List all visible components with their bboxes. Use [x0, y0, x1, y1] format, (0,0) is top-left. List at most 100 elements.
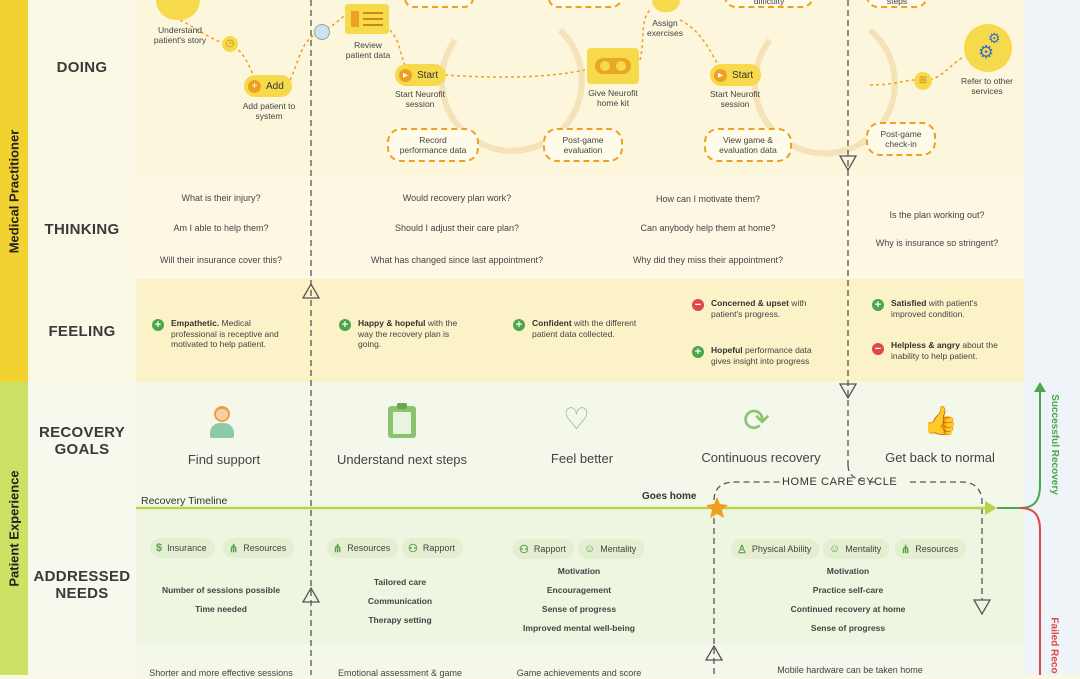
timeline-label: Recovery Timeline: [141, 495, 228, 507]
thumbs-up-icon: 👍: [923, 405, 958, 436]
positive-icon: +: [339, 319, 351, 331]
start-button[interactable]: ▸Start: [395, 64, 447, 86]
bottom-item: Mobile hardware can be taken home: [777, 665, 923, 675]
row-thinking: THINKING: [44, 220, 120, 238]
feeling-3: Confident with the different patient dat…: [532, 318, 637, 339]
negative-icon: −: [872, 343, 884, 355]
sidebar-medical: [0, 0, 28, 382]
thinking-q: What has changed since last appointment?: [370, 255, 544, 265]
chip-rapport: ⚇Rapport: [513, 539, 574, 559]
bottom-item: Game achievements and score: [516, 668, 642, 678]
referral-icon: ⊞: [914, 72, 932, 90]
successful-recovery-label: Successful Recovery: [1048, 393, 1060, 495]
need-item: Number of sessions possible: [161, 585, 281, 595]
gear-icon: ⚙ ⚙: [964, 24, 1012, 72]
chip-mentality: ☺Mentality: [578, 539, 645, 559]
network-icon: ⋔: [229, 542, 239, 555]
thinking-q: Is the plan working out?: [889, 210, 985, 220]
failed-recovery-label: Failed Reco: [1048, 617, 1060, 674]
goal-feel-better: Feel better: [550, 451, 614, 466]
bottom-item: Emotional assessment & game: [337, 668, 463, 678]
smile-icon: ☺: [829, 543, 841, 555]
sidebar-patient: [0, 382, 28, 675]
need-item: Communication: [367, 596, 433, 606]
thinking-q: Why did they miss their appointment?: [632, 255, 784, 265]
heart-icon: ♡: [563, 403, 590, 436]
clock-icon: ◷: [222, 36, 238, 52]
nurse-icon: [208, 406, 236, 438]
need-item: Tailored care: [373, 577, 427, 587]
walking-icon: ♙: [737, 543, 747, 556]
network-icon: ⋔: [901, 543, 911, 556]
start-button-2[interactable]: ▸Start: [710, 64, 762, 86]
chip-resources: ⋔Resources: [223, 538, 295, 558]
clipboard-icon: [388, 403, 416, 438]
need-item: Sense of progress: [810, 623, 886, 633]
goal-back-to-normal: Get back to normal: [885, 450, 995, 465]
thinking-q: Am I able to help them?: [173, 223, 269, 233]
people-icon: ⚇: [519, 543, 529, 556]
top-pill-2: [548, 0, 622, 8]
thinking-q: Can anybody help them at home?: [640, 223, 776, 233]
goes-home-label: Goes home: [642, 491, 697, 502]
needs-band: [136, 510, 1024, 643]
chip-insurance: $Insurance: [150, 538, 215, 558]
need-item: Encouragement: [546, 585, 612, 595]
thinking-band: [136, 176, 1024, 279]
play-icon: ▸: [714, 68, 727, 82]
recycle-icon: ⟳: [743, 402, 770, 438]
bottom-item: Shorter and more effective sessions: [149, 668, 293, 678]
plus-icon: +: [248, 79, 261, 93]
feeling-5: Hopeful performance data gives insight i…: [711, 345, 812, 366]
home-care-cycle-label: HOME CARE CYCLE: [782, 476, 898, 488]
add-button[interactable]: +Add: [244, 75, 292, 97]
chip-resources: ⋔Resources: [895, 539, 967, 559]
need-item: Motivation: [557, 566, 601, 576]
need-item: Practice self-care: [812, 585, 884, 595]
assign-icon: [652, 0, 680, 12]
need-item: Sense of progress: [541, 604, 617, 614]
goal-find-support: Find support: [187, 452, 261, 467]
positive-icon: +: [152, 319, 164, 331]
row-feeling: FEELING: [48, 322, 116, 340]
bottom-band: [136, 643, 1024, 675]
dollar-icon: $: [156, 542, 163, 554]
feeling-4: Concerned & upset with patient's progres…: [711, 298, 807, 319]
thinking-q: What is their injury?: [181, 193, 261, 203]
positive-icon: +: [513, 319, 525, 331]
positive-icon: +: [692, 346, 704, 358]
thinking-q: How can I motivate them?: [655, 194, 761, 204]
feeling-7: Helpless & angry about the inability to …: [891, 340, 998, 361]
difficulty-pill: difficulty: [724, 0, 814, 8]
feeling-2: Happy & hopeful with the way the recover…: [358, 318, 458, 349]
steps-pill: steps: [866, 0, 928, 8]
chip-physical-ability: ♙Physical Ability: [731, 539, 820, 559]
positive-icon: +: [872, 299, 884, 311]
goal-next-steps: Understand next steps: [336, 452, 468, 467]
top-pill-1: [404, 0, 474, 8]
thinking-q: Will their insurance cover this?: [159, 255, 283, 265]
feeling-band: [136, 279, 1024, 382]
feeling-6: Satisfied with patient's improved condit…: [891, 298, 978, 319]
review-data-icon: [345, 4, 389, 34]
smile-icon: ☺: [584, 543, 596, 555]
thinking-q: Should I adjust their care plan?: [394, 223, 520, 233]
need-item: Therapy setting: [368, 615, 432, 625]
thinking-q: Why is insurance so stringent?: [875, 238, 999, 248]
negative-icon: −: [692, 299, 704, 311]
play-icon: ▸: [399, 68, 412, 82]
people-icon: ⚇: [408, 542, 418, 555]
goals-band: [136, 382, 1024, 510]
need-item: Motivation: [826, 566, 870, 576]
thinking-q: Would recovery plan work?: [402, 193, 512, 203]
goal-continuous-recovery: Continuous recovery: [701, 450, 821, 465]
chip-mentality: ☺Mentality: [823, 539, 890, 559]
